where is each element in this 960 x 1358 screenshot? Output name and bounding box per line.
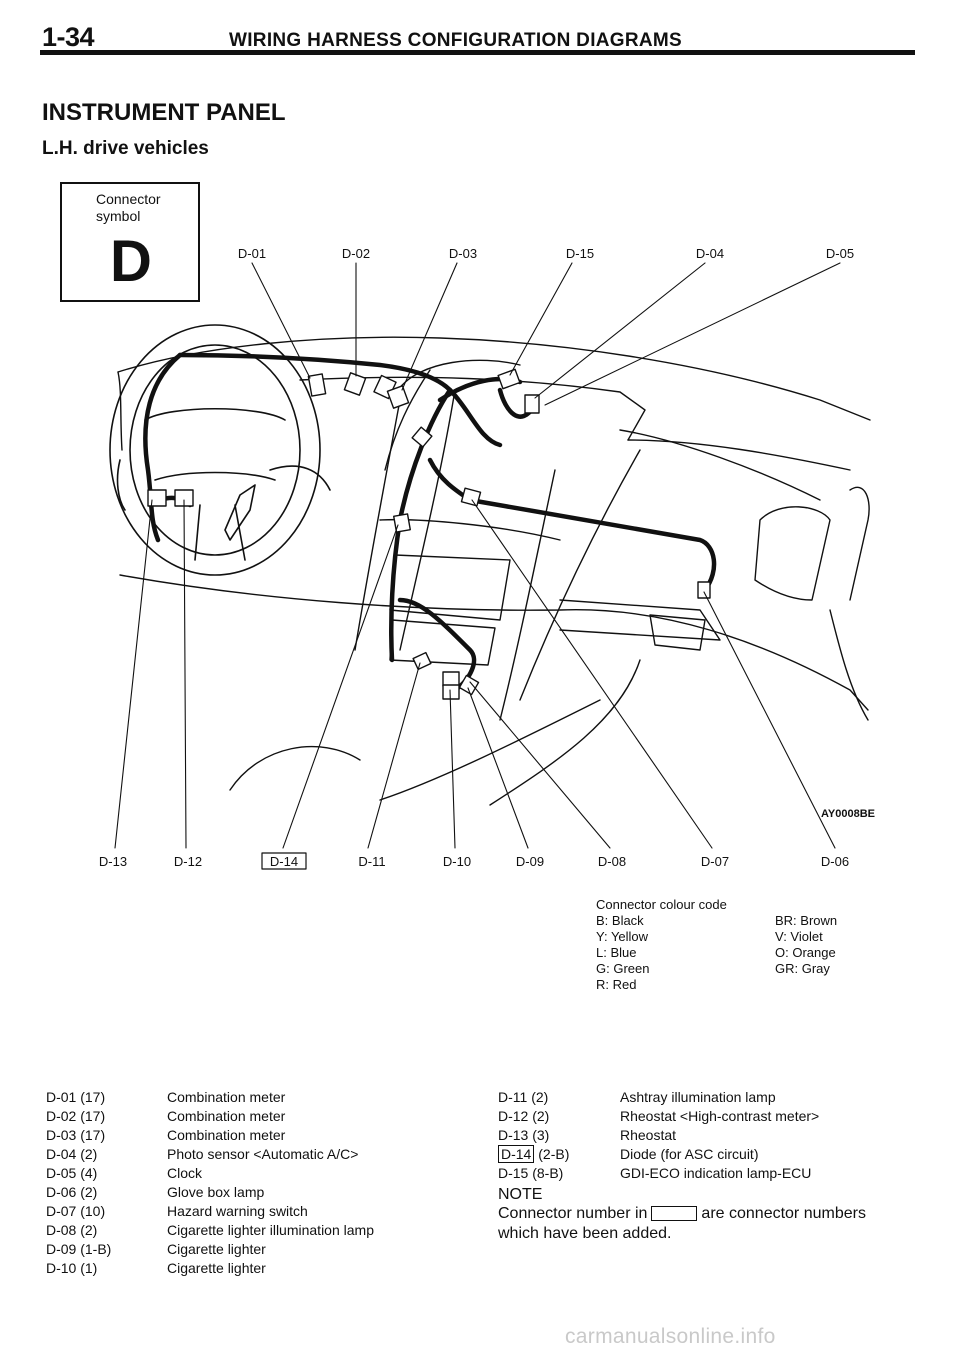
connector-desc: GDI-ECO indication lamp-ECU [620,1165,812,1181]
connector-desc: Cigarette lighter [167,1260,266,1276]
connector-code: D-10 (1) [46,1260,98,1276]
connector-desc: Cigarette lighter [167,1241,266,1257]
callout-d14: D-14 [270,854,298,869]
colour-code-block: Connector colour code B: Black Y: Yellow… [596,897,727,993]
colour-code-y: Y: Yellow [596,929,649,944]
wiring-harness [143,352,717,693]
callout-d05: D-05 [826,246,854,261]
connector-symbol-label-line2: symbol [96,208,141,224]
connector-desc: Rheostat [620,1127,677,1143]
connector-desc: Rheostat <High-contrast meter> [620,1108,820,1124]
note-empty-box [651,1206,698,1222]
connector-desc: Combination meter [167,1089,286,1105]
connector-list-right-descs: Ashtray illumination lamp Rheostat <High… [620,1088,819,1183]
page-number: 1-34 [42,22,95,52]
connector-code: D-06 (2) [46,1184,98,1200]
connector-desc: Clock [167,1165,203,1181]
callout-d03: D-03 [449,246,477,261]
note-line2: which have been added. [498,1225,672,1242]
note-line1: Connector number in are connector numbers [498,1204,918,1224]
callout-d09: D-09 [516,854,544,869]
connector-code: D-01 (17) [46,1089,106,1105]
leader-lines [114,262,841,849]
connector-symbol-letter: D [110,229,152,294]
connector-code: D-03 (17) [46,1127,106,1143]
connector-desc: Hazard warning switch [167,1203,308,1219]
figure-code: AY0008BE [821,808,875,820]
colour-code-br: BR: Brown [775,913,838,928]
connector-code: D-12 (2) [498,1108,550,1124]
connector-desc: Combination meter [167,1127,286,1143]
callout-d02: D-02 [342,246,370,261]
connector-symbol-box: Connector symbol D [60,182,200,302]
callout-d15: D-15 [566,246,594,261]
connector-code: D-09 (1-B) [46,1241,112,1257]
connector-code: D-07 (10) [46,1203,106,1219]
connector-code: D-04 (2) [46,1146,98,1162]
note-block: NOTE Connector number in are connector nu… [498,1186,918,1244]
note-heading: NOTE [498,1186,543,1203]
connector-code-boxed: D-14 [498,1145,535,1163]
connector-list-left-codes: D-01 (17) D-02 (17) D-03 (17) D-04 (2) D… [46,1088,111,1278]
instrument-panel-diagram: D-01 D-02 D-03 D-15 D-04 D-05 AY0008BE D… [99,246,875,870]
colour-code-o: O: Orange [775,945,836,960]
connector-symbol-label: Connector symbol [96,191,161,225]
connector-desc: Ashtray illumination lamp [620,1089,776,1105]
connector-code-suffix: (2-B) [534,1146,570,1162]
connector-code: D-13 (3) [498,1127,550,1143]
connector-desc: Cigarette lighter illumination lamp [167,1222,374,1238]
callout-d11: D-11 [358,854,385,869]
connector-desc: Diode (for ASC circuit) [620,1146,759,1162]
dashboard-outline [117,336,871,806]
colour-code-gr: GR: Gray [775,961,830,976]
connector-code: D-05 (4) [46,1165,98,1181]
colour-code-g: G: Green [596,961,650,976]
watermark: carmanualsonline.info [565,1325,776,1348]
connector-desc: Glove box lamp [167,1184,265,1200]
connector-code: D-15 (8-B) [498,1165,564,1181]
callout-d10: D-10 [443,854,471,869]
steering-wheel [109,324,331,576]
section-title: INSTRUMENT PANEL [42,99,286,126]
callout-d14-box [261,852,307,870]
connectors [147,368,711,700]
connector-list-right-codes: D-11 (2) D-12 (2) D-13 (3) D-14 (2-B) D-… [498,1088,569,1183]
callout-d08: D-08 [598,854,626,869]
colour-code-r: R: Red [596,977,637,992]
connector-code: D-08 (2) [46,1222,98,1238]
header-rule [40,50,915,55]
colour-code-l: L: Blue [596,945,637,960]
callout-d04: D-04 [696,246,724,261]
connector-code: D-11 (2) [498,1089,549,1105]
connector-desc: Combination meter [167,1108,286,1124]
note-line1-after: are connector numbers [701,1205,866,1222]
callout-d06: D-06 [821,854,849,869]
colour-code-v: V: Violet [775,929,823,944]
connector-code-d14: D-14 (2-B) [498,1145,569,1164]
colour-code-b: B: Black [596,913,644,928]
subtitle: L.H. drive vehicles [42,138,209,159]
callout-labels-top: D-01 D-02 D-03 D-15 D-04 D-05 [238,246,854,261]
colour-code-right-column: BR: Brown V: Violet O: Orange GR: Gray [775,913,837,977]
page-header-title: WIRING HARNESS CONFIGURATION DIAGRAMS [229,30,683,51]
connector-desc: Photo sensor <Automatic A/C> [167,1146,359,1162]
callout-labels-bottom: D-13 D-12 D-14 D-11 D-10 D-09 D-08 D-07 … [99,852,849,870]
note-line1-before: Connector number in [498,1205,648,1222]
connector-symbol-label-line1: Connector [96,191,161,207]
connector-list-left-descs: Combination meter Combination meter Comb… [167,1088,374,1278]
connector-code: D-02 (17) [46,1108,106,1124]
callout-d07: D-07 [701,854,729,869]
colour-code-title: Connector colour code [596,897,727,912]
callout-d12: D-12 [174,854,202,869]
callout-d13: D-13 [99,854,127,869]
callout-d01: D-01 [238,246,266,261]
